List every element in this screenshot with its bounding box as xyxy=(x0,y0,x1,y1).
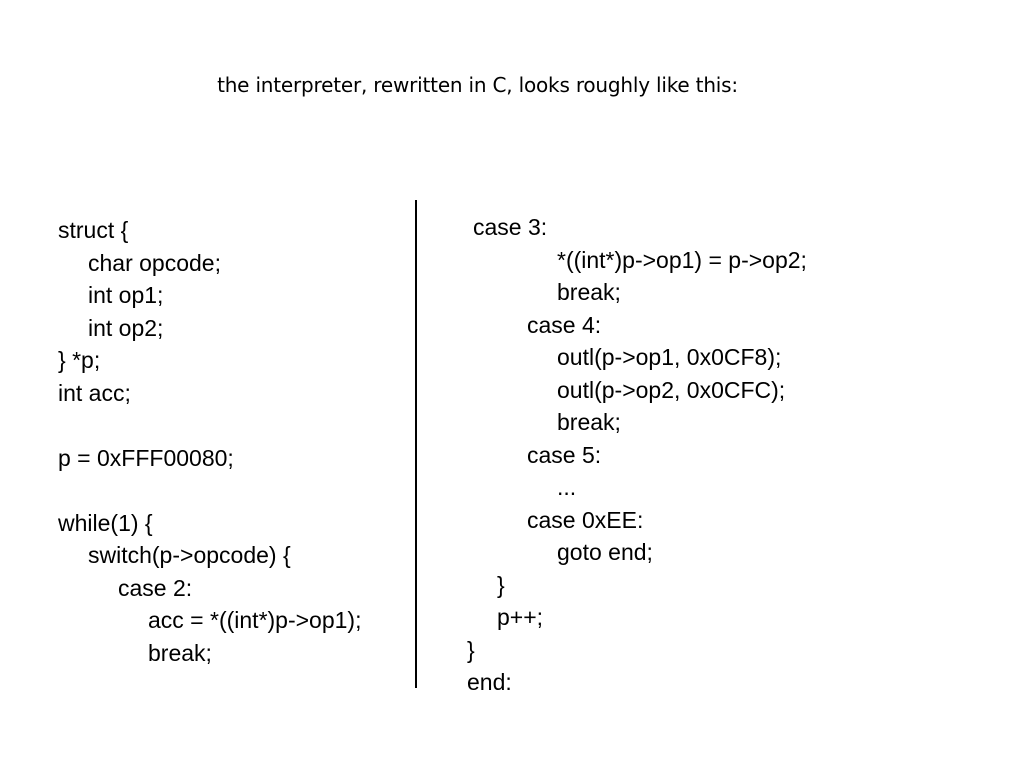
code-line: acc = *((int*)p->op1); xyxy=(148,607,362,633)
code-line: while(1) { xyxy=(58,509,153,536)
code-line: } xyxy=(497,571,505,598)
code-line: end: xyxy=(467,669,512,695)
code-line xyxy=(58,474,361,507)
right-code-block: case 3: *((int*)p->op1) = p->op2; break; ca… xyxy=(467,211,807,699)
code-line: break; xyxy=(148,639,212,666)
code-line: } *p; xyxy=(58,347,101,373)
code-line: break; xyxy=(557,409,621,435)
code-line: char opcode; xyxy=(88,249,221,276)
code-line: goto end; xyxy=(557,539,653,565)
code-line: struct { xyxy=(58,217,129,243)
code-line: case 3: xyxy=(473,214,548,240)
code-line: p++; xyxy=(497,604,544,630)
code-line: case 0xEE: xyxy=(527,506,644,533)
code-line: int op1; xyxy=(88,282,164,308)
code-line: ... xyxy=(557,474,577,500)
code-line: outl(p->op2, 0x0CFC); xyxy=(557,376,786,403)
code-line: case 2: xyxy=(118,574,193,601)
code-line: int op2; xyxy=(88,314,164,341)
code-line: outl(p->op1, 0x0CF8); xyxy=(557,344,782,370)
column-divider xyxy=(415,200,417,688)
code-line: *((int*)p->op1) = p->op2; xyxy=(557,246,807,273)
code-line: switch(p->opcode) { xyxy=(88,542,291,568)
code-line xyxy=(58,409,361,442)
code-line: int acc; xyxy=(58,379,131,406)
code-line: case 5: xyxy=(527,441,602,468)
code-line: p = 0xFFF00080; xyxy=(58,444,234,471)
slide-title: the interpreter, rewritten in C, looks r… xyxy=(217,73,738,97)
code-line: break; xyxy=(557,279,621,305)
left-code-block: struct { char opcode; int op1; int op2; } *p… xyxy=(58,214,361,669)
code-line: case 4: xyxy=(527,311,602,338)
code-line: } xyxy=(467,636,475,663)
